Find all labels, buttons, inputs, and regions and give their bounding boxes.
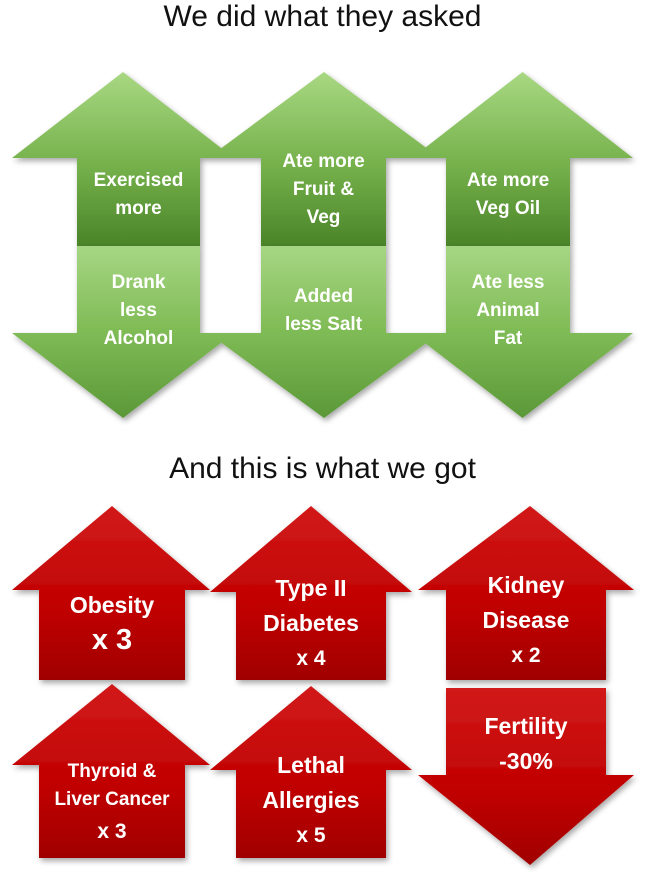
red-up-arrow-2 <box>210 506 412 680</box>
label-line: Fertility <box>484 713 568 739</box>
label-line: Allergies <box>262 786 360 813</box>
red-arrow-label-fertility: Fertility -30% <box>446 704 606 784</box>
label-line: Disease <box>482 606 570 633</box>
red-up-arrow-1 <box>12 506 210 680</box>
label-line: Ate more <box>282 151 365 172</box>
label-line: x 3 <box>91 624 133 656</box>
red-arrow-label-diabetes: Type II Diabetes x 4 <box>236 570 386 676</box>
green-down-arrow-3 <box>412 246 633 418</box>
label-line: x 4 <box>296 646 326 670</box>
label-line: Diabetes <box>263 609 359 636</box>
label-line: more <box>115 198 162 219</box>
green-down-label-2: Added less Salt <box>261 266 386 356</box>
label-line: x 3 <box>97 819 127 843</box>
label-line: Drank <box>111 272 166 293</box>
label-line: Obesity <box>69 592 155 618</box>
label-line: Alcohol <box>103 328 174 349</box>
label-line: Thyroid & <box>67 760 157 782</box>
green-down-arrow-2 <box>208 246 440 418</box>
label-line: Exercised <box>93 170 184 191</box>
red-up-arrow-3 <box>418 506 634 680</box>
label-line: less <box>120 300 157 321</box>
bottom-title: And this is what we got <box>169 452 476 485</box>
label-line: Liver Cancer <box>54 788 170 810</box>
green-up-arrow-1 <box>12 72 234 246</box>
green-up-arrow-3 <box>412 72 633 246</box>
label-line: Animal <box>476 300 540 321</box>
label-line: Kidney <box>487 571 565 598</box>
label-line: Lethal <box>277 751 345 778</box>
red-arrow-label-obesity: Obesity x 3 <box>39 578 185 668</box>
red-down-arrow-fertility <box>418 688 634 865</box>
label-line: Added <box>293 286 354 307</box>
label-line: Veg Oil <box>475 198 541 219</box>
red-up-arrow-4 <box>12 684 210 858</box>
label-line: Fruit & <box>292 179 355 200</box>
label-line: x 2 <box>511 643 541 667</box>
green-up-arrow-2 <box>208 72 440 246</box>
label-line: Ate more <box>466 170 550 191</box>
green-up-label-1: Exercised more <box>77 150 200 240</box>
label-line: x 5 <box>296 823 326 847</box>
label-line: -30% <box>499 748 553 774</box>
label-line: Veg <box>306 207 341 228</box>
red-up-arrow-5 <box>210 686 412 858</box>
top-title: We did what they asked <box>163 0 482 33</box>
label-line: Type II <box>275 574 347 601</box>
label-line: Fat <box>493 328 523 349</box>
green-down-arrow-1 <box>12 246 234 418</box>
red-arrow-label-thyroid: Thyroid & Liver Cancer x 3 <box>39 754 185 852</box>
label-line: Ate less <box>471 272 545 293</box>
label-line: less Salt <box>284 314 363 335</box>
